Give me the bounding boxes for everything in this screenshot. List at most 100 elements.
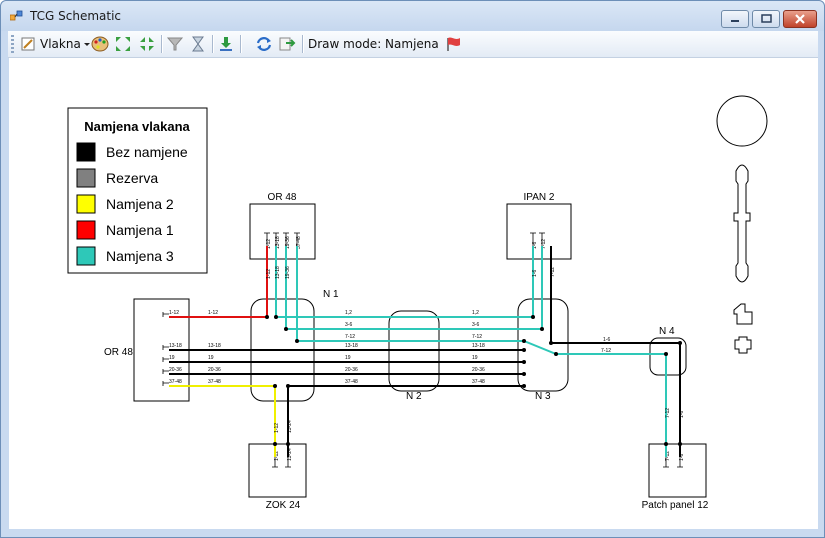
- vlakna-dropdown-label: Vlakna: [40, 37, 81, 51]
- legend-item-label: Rezerva: [106, 170, 158, 186]
- port-label: 13-24: [287, 448, 293, 461]
- port-label: 1-12: [169, 310, 179, 316]
- cable-label: 13-18: [345, 343, 358, 349]
- box-zok24[interactable]: [248, 443, 307, 498]
- cable-label: 1-12: [274, 423, 280, 433]
- box-or48-top[interactable]: [249, 203, 316, 260]
- cable-label: 7-12: [550, 267, 556, 277]
- node-n3-label: N 3: [535, 391, 551, 402]
- chevron-down-icon: [83, 43, 90, 46]
- cable-label: 7-12: [601, 348, 611, 354]
- funnel-icon: [166, 37, 184, 51]
- port-label: 37-48: [169, 379, 182, 385]
- cable-label: 37-48: [345, 379, 358, 385]
- fiber-teal-7-12[interactable]: [296, 246, 667, 457]
- cable-label: 13-18: [275, 266, 281, 279]
- shape-joint-tool[interactable]: [734, 336, 752, 354]
- filter-button[interactable]: [166, 35, 184, 53]
- legend-item-label: Namjena 3: [106, 248, 174, 264]
- window-title: TCG Schematic: [30, 9, 122, 23]
- fiber-black-1-6[interactable]: [550, 246, 681, 457]
- node-n4-label: N 4: [659, 326, 675, 337]
- cable-label: 19-36: [285, 266, 291, 279]
- cable-label: 7-12: [345, 334, 355, 340]
- cable-label: 13-18: [472, 343, 485, 349]
- cable-label: 1,2: [472, 310, 479, 316]
- fiber-teal-1-2[interactable]: [275, 246, 534, 318]
- node-n4[interactable]: [649, 337, 687, 376]
- collapse-button[interactable]: [138, 35, 156, 53]
- title-bar[interactable]: TCG Schematic: [1, 1, 824, 31]
- legend: Namjena vlakana Bez namjene Rezerva Namj…: [67, 107, 208, 274]
- zok24-label: ZOK 24: [266, 500, 301, 511]
- cable-label: 19: [472, 355, 478, 361]
- shape-palette[interactable]: [716, 95, 768, 354]
- maximize-icon: [761, 14, 772, 23]
- schematic-canvas[interactable]: Namjena vlakana Bez namjene Rezerva Namj…: [9, 58, 818, 529]
- vlakna-dropdown[interactable]: Vlakna: [20, 35, 93, 53]
- port-label: 19: [169, 355, 175, 361]
- shape-circle-tool[interactable]: [716, 95, 768, 147]
- port-label: 1-12: [274, 451, 280, 461]
- toolbar-separator: [212, 35, 214, 53]
- legend-item-label: Namjena 2: [106, 196, 174, 212]
- port-label: 20-36: [169, 367, 182, 373]
- minimize-icon: [731, 20, 739, 22]
- close-icon: [795, 14, 805, 24]
- export-button[interactable]: [278, 35, 296, 53]
- node-n1-label: N 1: [323, 289, 339, 300]
- cable-label: 1,2: [345, 310, 352, 316]
- fiber-teal-3-6[interactable]: [285, 246, 543, 330]
- box-ipan2[interactable]: [506, 203, 572, 260]
- box-patch-panel[interactable]: [648, 443, 707, 498]
- cable-label: 7-12: [472, 334, 482, 340]
- palette-button[interactable]: [91, 35, 109, 53]
- cable-label: 20-36: [472, 367, 485, 373]
- draw-mode-label: Draw mode: Namjena: [308, 37, 439, 51]
- cable-label: 3-6: [345, 322, 352, 328]
- schematic-drawing: Namjena vlakana Bez namjene Rezerva Namj…: [67, 95, 768, 511]
- cable-label: 19: [345, 355, 351, 361]
- cable-label: 13-18: [208, 343, 221, 349]
- expand-button[interactable]: [114, 35, 132, 53]
- maximize-button[interactable]: [752, 10, 780, 28]
- legend-item-label: Namjena 1: [106, 222, 174, 238]
- draw-mode-button[interactable]: Draw mode: Namjena: [308, 35, 464, 53]
- hourglass-icon: [192, 36, 204, 52]
- toolbar-separator: [161, 35, 163, 53]
- cable-label: 37-48: [472, 379, 485, 385]
- export-page-icon: [279, 37, 296, 51]
- port-label: 19-36: [285, 236, 291, 249]
- port-label: 1-6: [679, 454, 685, 461]
- minimize-button[interactable]: [721, 10, 749, 28]
- shape-cabinet-tool[interactable]: [733, 303, 753, 325]
- or48-left-label: OR 48: [104, 347, 133, 358]
- port-label: 7-12: [541, 239, 547, 249]
- cable-label: 7-12: [665, 408, 671, 418]
- legend-title: Namjena vlakana: [84, 119, 190, 134]
- cable-label: 1-12: [208, 310, 218, 316]
- app-icon: [10, 10, 23, 21]
- cable-label: 1-6: [603, 337, 610, 343]
- cable-label: 20-36: [208, 367, 221, 373]
- timer-button[interactable]: [189, 35, 207, 53]
- toolbar-separator: [240, 35, 242, 53]
- close-button[interactable]: [783, 10, 817, 28]
- toolbar: Vlakna Draw mode: Nam: [8, 31, 818, 58]
- refresh-icon: [256, 37, 272, 51]
- shape-cable-tool[interactable]: [733, 164, 751, 283]
- cable-label: 20-36: [345, 367, 358, 373]
- toolbar-grip[interactable]: [11, 35, 14, 53]
- flag-icon: [447, 37, 460, 51]
- port-label: 1-6: [532, 242, 538, 249]
- cable-label: 1-12: [266, 269, 272, 279]
- port-label: 7-12: [665, 451, 671, 461]
- port-label: 13-18: [275, 236, 281, 249]
- download-button[interactable]: [217, 35, 235, 53]
- cable-label: 1-6: [679, 411, 685, 418]
- cable-label: 19: [208, 355, 214, 361]
- edit-pencil-icon: [21, 37, 35, 51]
- refresh-button[interactable]: [255, 35, 273, 53]
- collapse-arrows-icon: [140, 37, 154, 51]
